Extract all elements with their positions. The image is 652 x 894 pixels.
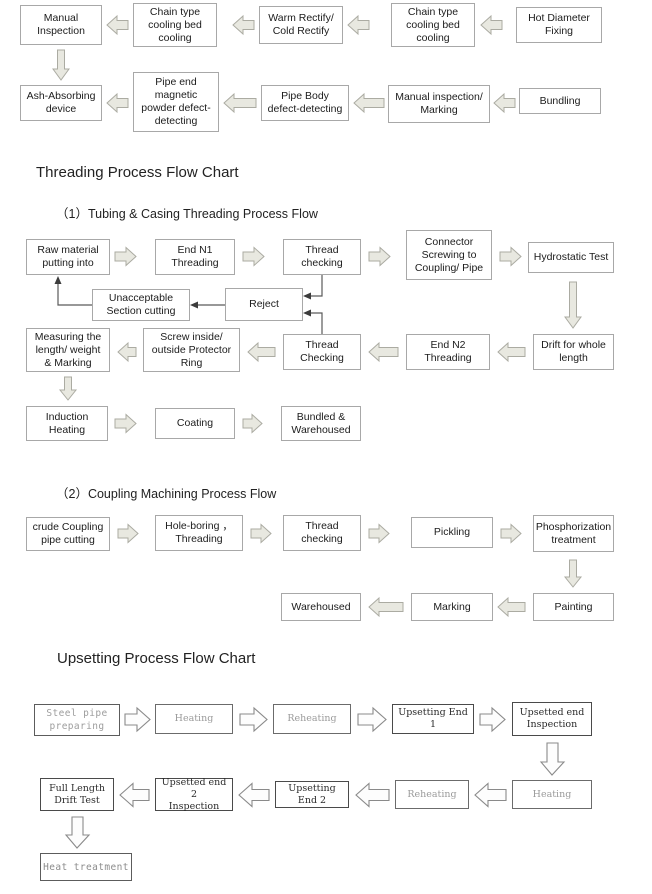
arrow-right-reheating1-to-upsettingend1: [357, 706, 387, 733]
box-hot-diameter-fixing: Hot Diameter Fixing: [516, 7, 602, 43]
arrow-right-holeboring-to-threadcheck3: [250, 523, 272, 544]
box-pipe-end-magnetic: Pipe end magnetic powder defect- detecti…: [133, 72, 219, 132]
box-measuring-length-weight-marking: Measuring the length/ weight & Marking: [26, 328, 110, 372]
arrow-left-drift-to-endn2: [497, 341, 526, 363]
box-end-n2-threading: End N2 Threading: [406, 334, 490, 370]
box-end-n1-threading: End N1 Threading: [155, 239, 235, 275]
box-thread-checking-3: Thread checking: [283, 515, 361, 551]
box-bundled-warehoused: Bundled & Warehoused: [281, 406, 361, 441]
arrow-right-steelpipe-to-heating1: [124, 706, 151, 733]
arrow-down-manual-to-ash: [52, 49, 70, 81]
box-screw-protector-ring: Screw inside/ outside Protector Ring: [143, 328, 240, 372]
box-marking: Marking: [411, 593, 493, 621]
box-reheating-1: Reheating: [273, 704, 351, 734]
arrow-down-fulllength-to-heattreatment: [64, 816, 91, 849]
arrow-right-heating1-to-reheating1: [239, 706, 268, 733]
box-heating-1: Heating: [155, 704, 233, 734]
box-chain-cooling-1: Chain type cooling bed cooling: [133, 3, 217, 47]
title-upsetting: Upsetting Process Flow Chart: [57, 650, 256, 667]
box-hydrostatic-test: Hydrostatic Test: [528, 242, 614, 273]
box-heat-treatment: Heat treatment: [40, 853, 132, 881]
arrow-right-manualmark-to-bundling: [493, 92, 516, 114]
box-induction-heating: Induction Heating: [26, 406, 108, 441]
arrow-left-endn2-to-threadcheck2: [368, 341, 399, 363]
box-bundling: Bundling: [519, 88, 601, 114]
arrow-left-reheating2-to-upsettingend2: [355, 782, 390, 808]
box-connector-screwing: Connector Screwing to Coupling/ Pipe: [406, 230, 492, 280]
arrow-right-coating-to-bundled: [242, 413, 263, 434]
box-warehoused: Warehoused: [281, 593, 361, 621]
arrow-right-crude-to-holeboring: [117, 523, 139, 544]
title-threading: Threading Process Flow Chart: [36, 164, 239, 181]
arrow-down-upsettedendinsp-to-heating2: [539, 742, 566, 776]
box-upsetting-end-1: Upsetting End 1: [392, 704, 474, 734]
box-phosphorization-treatment: Phosphorization treatment: [533, 515, 614, 552]
box-thread-checking-1: Thread checking: [283, 239, 361, 275]
box-ash-absorbing-device: Ash-Absorbing device: [20, 85, 102, 121]
arrow-left-chain1-to-manual: [106, 14, 129, 36]
box-raw-material-putting-into: Raw material putting into: [26, 239, 110, 275]
arrow-right-pickling-to-phosphorization: [500, 523, 522, 544]
box-unacceptable-section-cutting: Unacceptable Section cutting: [92, 289, 190, 321]
arrow-left-upsettedend2insp-to-fulllength: [119, 782, 150, 808]
arrow-left-hot-to-chain2: [480, 14, 503, 36]
box-drift-for-whole-length: Drift for whole length: [533, 334, 614, 370]
arrow-right-ash-to-pipeend: [106, 92, 129, 114]
box-chain-cooling-2: Chain type cooling bed cooling: [391, 3, 475, 47]
box-full-length-drift-test: Full Length Drift Test: [40, 778, 114, 811]
arrow-right-induction-to-coating: [114, 413, 137, 434]
box-heating-2: Heating: [512, 780, 592, 809]
arrow-left-chain2-to-warm: [347, 14, 370, 36]
box-upsetted-end-inspection: Upsetted end Inspection: [512, 702, 592, 736]
arrow-right-endn1-to-threadcheck1: [242, 246, 265, 267]
arrow-right-pipebody-to-manualmark: [353, 92, 385, 114]
subtitle-coupling-machining: （2）Coupling Machining Process Flow: [56, 487, 277, 501]
box-pipe-body-defect: Pipe Body defect-detecting: [261, 85, 349, 121]
box-crude-coupling-pipe-cutting: crude Coupling pipe cutting: [26, 517, 110, 551]
box-warm-cold-rectify: Warm Rectify/ Cold Rectify: [259, 6, 343, 44]
arrow-down-hydrostatic-to-drift: [564, 281, 582, 329]
box-hole-boring-threading: Hole-boring ， Threading: [155, 515, 243, 551]
arrow-left-upsettingend2-to-upsettedend2insp: [238, 782, 270, 808]
subtitle-tubing-casing: （1）Tubing & Casing Threading Process Flo…: [56, 207, 318, 221]
box-upsetted-end-2-inspection: Upsetted end 2 Inspection: [155, 777, 233, 812]
box-reheating-2: Reheating: [395, 780, 469, 809]
arrow-left-heating2-to-reheating2: [474, 782, 507, 808]
arrow-left-screwring-to-measuring: [117, 341, 137, 363]
box-coating: Coating: [155, 408, 235, 439]
arrow-right-raw-to-endn1: [114, 246, 137, 267]
arrow-right-threadcheck3-to-pickling: [368, 523, 390, 544]
arrow-left-marking-to-warehoused: [368, 596, 404, 618]
arrow-down-measuring-to-induction: [58, 376, 78, 401]
arrow-right-threadcheck1-to-connector: [368, 246, 391, 267]
arrow-right-upsettingend1-to-upsettedendinsp: [479, 706, 506, 733]
box-upsetting-end-2: Upsetting End 2: [275, 781, 349, 808]
box-pickling: Pickling: [411, 517, 493, 548]
box-thread-checking-2: Thread Checking: [283, 334, 361, 370]
box-manual-inspection-marking: Manual inspection/ Marking: [388, 85, 490, 123]
box-steel-pipe-preparing: Steel pipe preparing: [34, 704, 120, 736]
box-reject: Reject: [225, 288, 303, 321]
arrow-left-warm-to-chain1: [232, 14, 255, 36]
arrow-down-phosphorization-to-painting: [563, 559, 583, 588]
arrow-left-threadcheck2-to-screwring: [247, 341, 276, 363]
arrow-right-connector-to-hydrostatic: [499, 246, 522, 267]
arrow-left-painting-to-marking: [497, 596, 526, 618]
box-manual-inspection: Manual Inspection: [20, 5, 102, 45]
box-painting: Painting: [533, 593, 614, 621]
arrow-right-pipeend-to-pipebody: [223, 92, 257, 114]
